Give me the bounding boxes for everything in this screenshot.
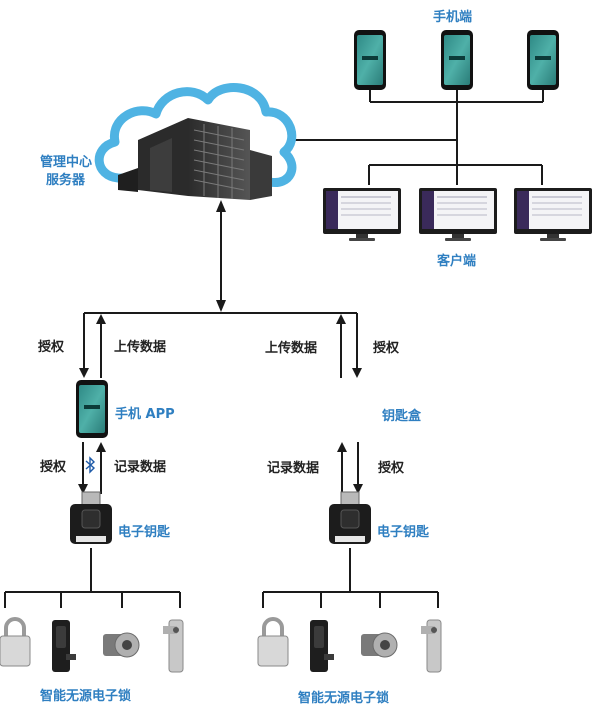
monitor-icon xyxy=(514,188,592,241)
app-label: 手机 APP xyxy=(115,407,175,422)
monitor-icon xyxy=(323,188,401,241)
phone-icon xyxy=(354,30,386,90)
handle-lock-icon xyxy=(163,619,184,673)
right-key-label: 电子钥匙 xyxy=(377,525,430,540)
left-upload-label: 上传数据 xyxy=(114,340,167,355)
left-key-label: 电子钥匙 xyxy=(118,525,171,540)
left-record-label: 记录数据 xyxy=(114,460,167,475)
server-label-line1: 管理中心 xyxy=(40,155,93,170)
cam-lock-icon xyxy=(361,632,398,658)
mobile-group xyxy=(354,30,559,90)
server-racks xyxy=(118,118,272,200)
left-authorize-label: 授权 xyxy=(38,340,65,355)
left-lock-lines xyxy=(4,548,181,608)
main-connector-lines xyxy=(84,200,357,314)
left-authorize2-label: 授权 xyxy=(40,460,67,475)
server-label-line2: 服务器 xyxy=(46,173,86,188)
electronic-key-icon xyxy=(70,491,112,544)
right-authorize-label: 授权 xyxy=(373,341,400,356)
left-locks-label: 智能无源电子锁 xyxy=(40,689,132,704)
key-box-label: 钥匙盒 xyxy=(382,409,422,424)
right-locks-label: 智能无源电子锁 xyxy=(298,691,390,706)
cabinet-lock-icon xyxy=(52,620,76,672)
server-cloud-icon xyxy=(94,83,297,200)
electronic-key-icon xyxy=(329,491,371,544)
right-authorize2-label: 授权 xyxy=(378,461,405,476)
left-upper-arrows xyxy=(79,313,106,378)
bluetooth-icon xyxy=(85,456,96,474)
client-group xyxy=(323,188,592,241)
client-label: 客户端 xyxy=(437,254,477,269)
right-lock-lines xyxy=(262,548,439,608)
right-upload-label: 上传数据 xyxy=(265,341,318,356)
right-record-label: 记录数据 xyxy=(267,461,320,476)
cabinet-lock-icon xyxy=(310,620,334,672)
right-upper-arrows xyxy=(336,313,362,378)
mobile-connector-lines xyxy=(285,90,544,185)
handle-lock-icon xyxy=(421,619,442,673)
phone-icon xyxy=(76,380,108,438)
phone-icon xyxy=(441,30,473,90)
left-lower-arrows xyxy=(78,442,106,494)
monitor-icon xyxy=(419,188,497,241)
mobile-title: 手机端 xyxy=(433,10,473,25)
padlock-icon xyxy=(0,617,31,667)
padlock-icon xyxy=(257,617,289,667)
phone-icon xyxy=(527,30,559,90)
right-lower-arrows xyxy=(337,442,363,494)
cam-lock-icon xyxy=(103,632,140,658)
